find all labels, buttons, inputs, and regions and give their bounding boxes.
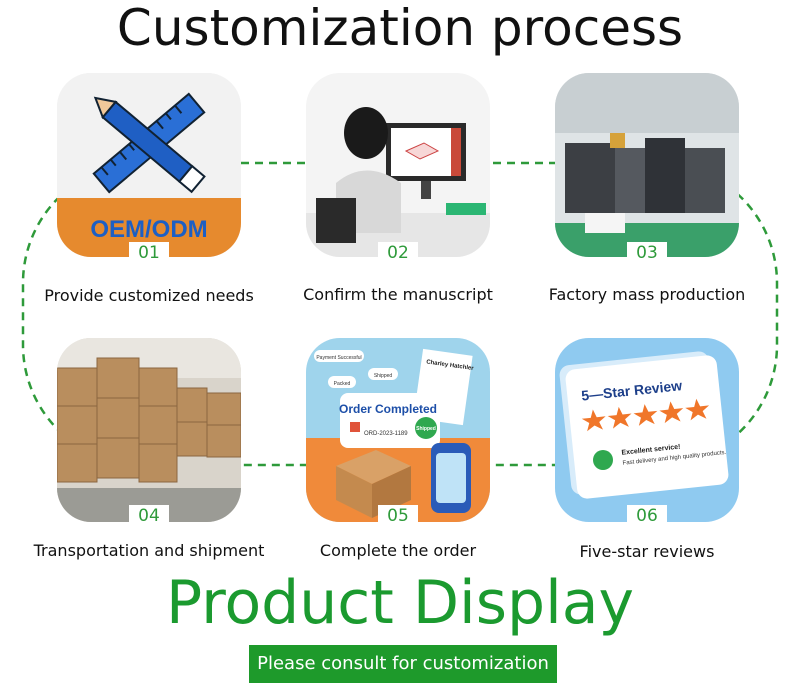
step-05-caption: Complete the order <box>319 541 477 560</box>
warehouse-boxes-photo <box>57 338 241 522</box>
svg-text:Payment Successful: Payment Successful <box>316 355 361 361</box>
svg-text:ORD-2023-1189: ORD-2023-1189 <box>364 431 408 437</box>
oem-text: OEM/ODM <box>90 216 207 243</box>
page-title: Customization process <box>116 0 684 57</box>
step-01-image: OEM/ODM <box>57 73 241 257</box>
pencil-ruler-icon: OEM/ODM <box>57 73 241 257</box>
step-04-image <box>57 338 241 522</box>
svg-text:Shipped: Shipped <box>416 426 436 432</box>
step-02-image <box>306 73 490 257</box>
step-02-caption: Confirm the manuscript <box>303 285 493 304</box>
step-05-number: 05 <box>378 505 418 527</box>
step-01-caption: Provide customized needs <box>44 286 254 305</box>
five-star-review-card: 5—Star Review Excellent service! Fast de… <box>555 338 739 522</box>
factory-machine-photo <box>555 73 739 257</box>
designer-illustration <box>306 73 490 257</box>
step-06-image: 5—Star Review Excellent service! Fast de… <box>555 338 739 522</box>
svg-text:Shipped: Shipped <box>374 373 393 379</box>
svg-text:Packed: Packed <box>334 381 351 387</box>
step-04-caption: Transportation and shipment <box>33 541 265 560</box>
step-06-caption: Five-star reviews <box>579 542 715 561</box>
svg-text:Order Completed: Order Completed <box>339 402 437 416</box>
step-03-number: 03 <box>627 242 667 264</box>
product-display-heading: Product Display <box>165 568 635 638</box>
order-completed-illustration: Payment Successful Shipped Packed Charle… <box>306 338 490 522</box>
step-02-number: 02 <box>378 242 418 264</box>
step-04-number: 04 <box>129 505 169 527</box>
step-01-number: 01 <box>129 242 169 264</box>
step-03-caption: Factory mass production <box>548 285 746 304</box>
step-06-number: 06 <box>627 505 667 527</box>
step-05-image: Payment Successful Shipped Packed Charle… <box>306 338 490 522</box>
consult-button[interactable]: Please consult for customization <box>249 645 557 683</box>
step-03-image <box>555 73 739 257</box>
